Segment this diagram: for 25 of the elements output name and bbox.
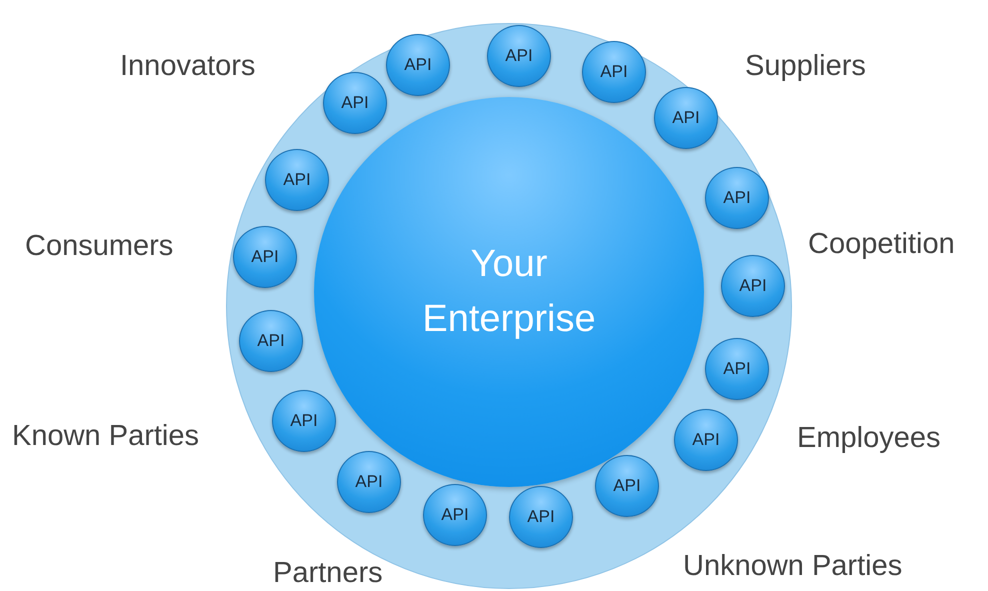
api-circle: API <box>582 41 646 103</box>
api-circle: API <box>265 149 329 211</box>
api-circle: API <box>386 34 450 96</box>
api-circle: API <box>233 226 297 288</box>
group-label: Innovators <box>120 50 256 83</box>
api-circle: API <box>272 390 336 452</box>
group-label: Suppliers <box>745 50 866 83</box>
group-label: Unknown Parties <box>683 550 902 583</box>
group-label: Coopetition <box>808 228 955 261</box>
group-label: Partners <box>273 557 383 590</box>
api-circle: API <box>487 25 551 87</box>
api-circle: API <box>654 87 718 149</box>
group-label: Employees <box>797 422 940 455</box>
api-circle: API <box>239 310 303 372</box>
group-label: Known Parties <box>12 420 199 453</box>
api-circle: API <box>674 409 738 471</box>
api-circle: API <box>705 167 769 229</box>
api-circle: API <box>423 484 487 546</box>
api-circle: API <box>705 338 769 400</box>
api-circle: API <box>721 255 785 317</box>
api-circle: API <box>323 72 387 134</box>
group-label: Consumers <box>25 230 174 263</box>
api-circle: API <box>595 455 659 517</box>
api-circle: API <box>509 486 573 548</box>
api-circle: API <box>337 451 401 513</box>
